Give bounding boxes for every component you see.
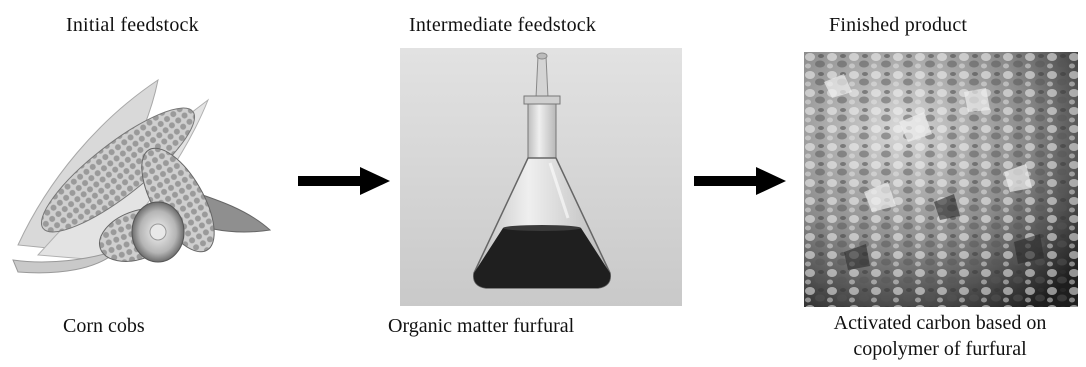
arrow-right-icon	[298, 167, 390, 195]
corn-cobs-image	[12, 78, 272, 274]
title-finished-product: Finished product	[829, 14, 968, 36]
furfural-flask-image	[400, 48, 682, 306]
caption-corn-cobs: Corn cobs	[63, 315, 145, 337]
caption-activated-carbon-line1: Activated carbon based on	[833, 312, 1047, 334]
caption-organic-matter-furfural: Organic matter furfural	[388, 315, 575, 337]
arrow-right-icon	[694, 167, 786, 195]
caption-activated-carbon-line2: copolymer of furfural	[853, 338, 1027, 360]
activated-carbon-image	[804, 52, 1078, 307]
caption-activated-carbon: Activated carbon based on copolymer of f…	[800, 310, 1080, 362]
title-initial-feedstock: Initial feedstock	[66, 14, 199, 36]
title-intermediate-feedstock: Intermediate feedstock	[409, 14, 597, 36]
